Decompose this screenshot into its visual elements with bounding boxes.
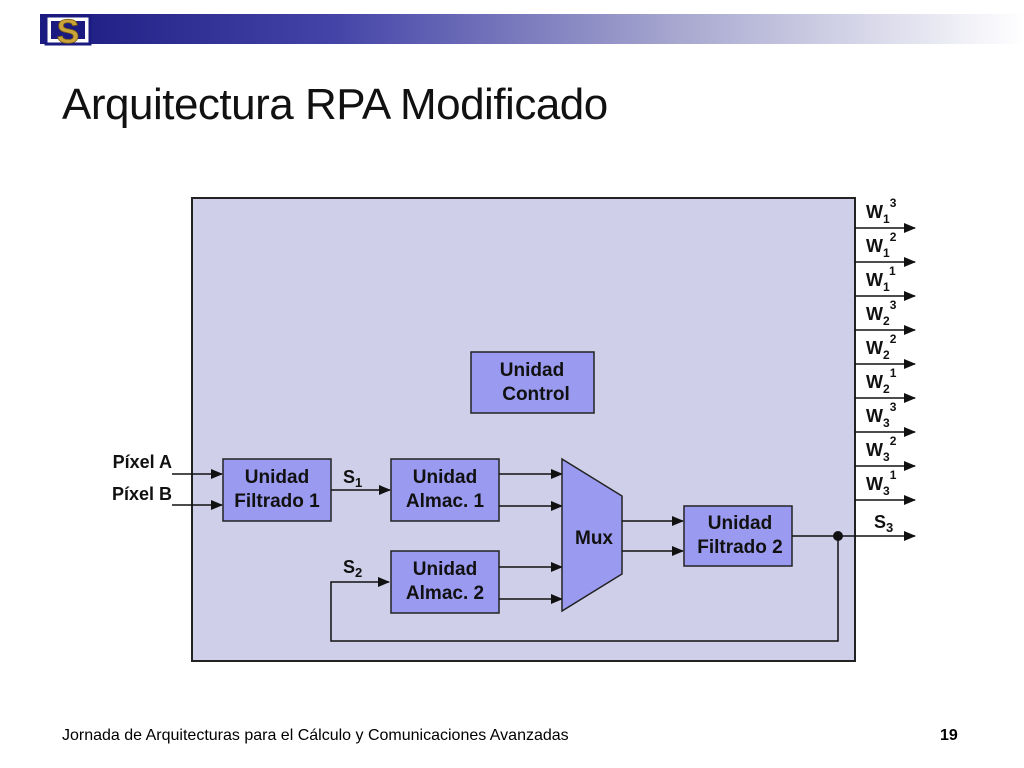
- feedback-loop: [330, 536, 839, 642]
- unit-almac-2: Unidad Almac. 2: [390, 550, 500, 614]
- svg-text:Almac. 1: Almac. 1: [406, 491, 485, 512]
- header-gradient-bar: [40, 14, 1024, 44]
- system-enclosure: [191, 197, 856, 662]
- svg-text:Unidad: Unidad: [708, 513, 772, 534]
- output-label: W22: [866, 332, 897, 362]
- output-label: W31: [866, 468, 897, 498]
- output-label: W13: [866, 196, 897, 226]
- logo-letter: S: [57, 13, 80, 48]
- svg-text:Unidad: Unidad: [245, 467, 309, 488]
- slide-title: Arquitectura RPA Modificado: [62, 80, 608, 129]
- page-number: 19: [940, 727, 958, 744]
- output-label: W21: [866, 366, 897, 396]
- output-label: W32: [866, 434, 897, 464]
- svg-text:Filtrado 2: Filtrado 2: [697, 537, 783, 558]
- pixel-a-label: Píxel A: [113, 452, 172, 472]
- mux: Mux: [561, 457, 623, 613]
- output-label: W11: [866, 264, 896, 294]
- svg-text:Unidad: Unidad: [413, 559, 477, 580]
- s3-label: S3: [874, 512, 893, 535]
- pixel-b-label: Píxel B: [112, 484, 172, 504]
- unit-filtrado-2: Unidad Filtrado 2: [683, 505, 793, 567]
- s2-label: S2: [343, 557, 362, 580]
- output-label: W33: [866, 400, 897, 430]
- footer-text: Jornada de Arquitecturas para el Cálculo…: [62, 727, 569, 744]
- svg-text:Almac. 2: Almac. 2: [406, 583, 484, 604]
- svg-text:Filtrado 1: Filtrado 1: [234, 491, 320, 512]
- svg-text:Mux: Mux: [575, 528, 613, 549]
- s1-label: S1: [343, 467, 362, 490]
- unit-almac-1: Unidad Almac. 1: [390, 458, 500, 522]
- unit-control: Unidad Control: [470, 351, 595, 414]
- output-label: W12: [866, 230, 897, 260]
- svg-text:Unidad: Unidad: [500, 360, 564, 381]
- svg-text:Control: Control: [502, 384, 570, 405]
- unit-filtrado-1: Unidad Filtrado 1: [222, 458, 332, 522]
- logo-icon: S: [44, 13, 92, 48]
- svg-text:Unidad: Unidad: [413, 467, 477, 488]
- output-label: W23: [866, 298, 897, 328]
